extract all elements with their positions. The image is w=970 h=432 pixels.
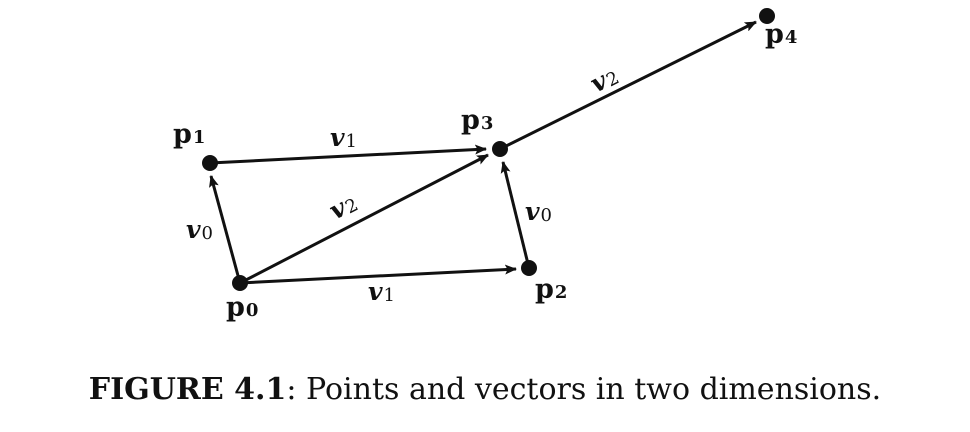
vector-v2-extension (499, 20, 757, 151)
point-p4-dot (759, 8, 775, 24)
vector-v1-bottom-label: v1 (368, 277, 395, 306)
vector-v2-diagonal (239, 153, 489, 285)
vector-v1-bottom (239, 264, 517, 285)
vector-v2-diagonal-label: v2 (325, 187, 362, 225)
vector-v0-right (500, 161, 531, 269)
vector-v2-extension-label: v2 (586, 60, 623, 98)
vector-v0-left-label: v0 (186, 215, 213, 244)
point-p1-dot (202, 155, 218, 171)
point-p2-label: p2 (535, 274, 567, 305)
point-p4-label: p4 (765, 19, 797, 50)
point-p3-label: p3 (461, 105, 493, 136)
point-p2-dot (521, 260, 537, 276)
vector-v0-right-label: v0 (525, 197, 552, 226)
figure-caption-text: : Points and vectors in two dimensions. (286, 372, 882, 407)
vector-v1-top-label: v1 (330, 123, 357, 152)
points-vectors-diagram: p0 p1 p2 p3 p4 v0 v1 v1 v0 v2 v2 (173, 8, 797, 323)
figure-number: FIGURE 4.1 (88, 372, 287, 407)
point-p1-label: p1 (173, 119, 205, 150)
point-p0-dot (232, 275, 248, 291)
figure-caption: FIGURE 4.1: Points and vectors in two di… (0, 372, 970, 407)
vector-v0-left (209, 175, 242, 284)
vector-v1-top (209, 144, 487, 165)
point-p0-label: p0 (226, 292, 258, 323)
point-p3-dot (492, 141, 508, 157)
